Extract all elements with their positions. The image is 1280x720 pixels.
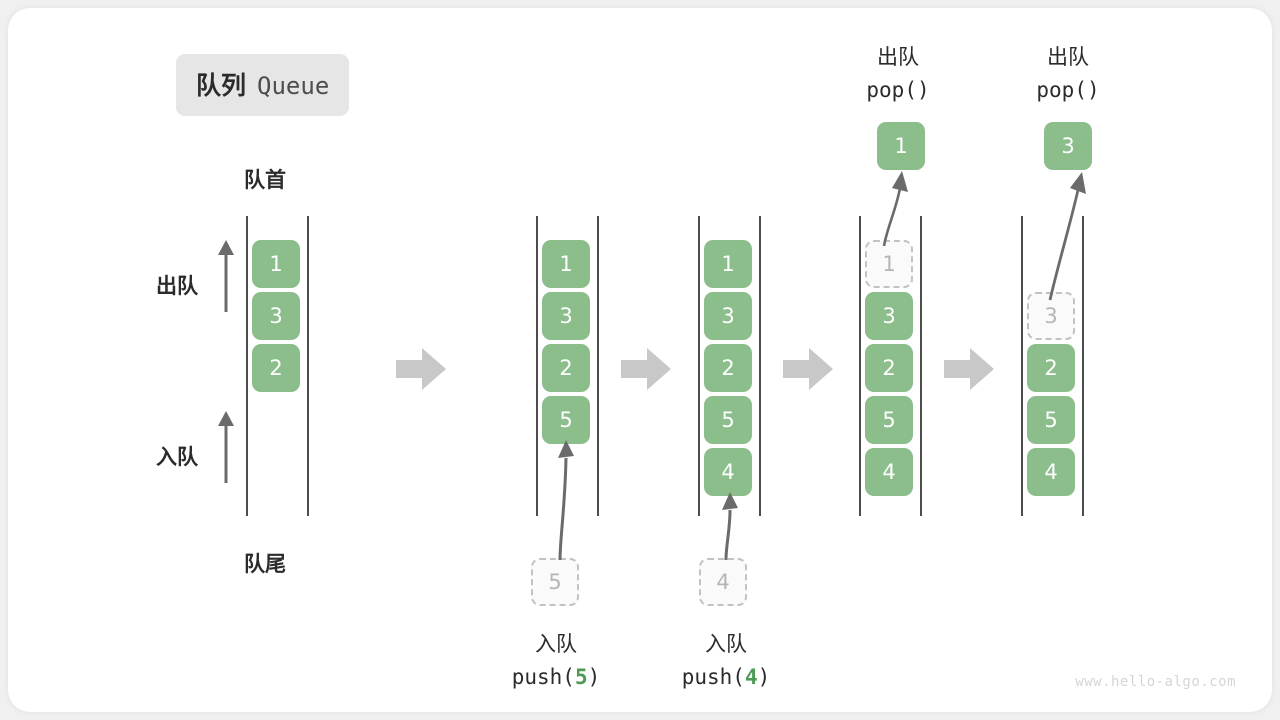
queue-cell: 2 (1027, 344, 1075, 392)
queue-rail-left-5 (1021, 216, 1023, 516)
pop-1-call: pop() (866, 77, 930, 102)
queue-rail-right-1 (307, 216, 309, 516)
pop-arrow-icon-1 (882, 171, 908, 247)
incoming-ghost-cell: 5 (531, 558, 579, 606)
pop-3-caption: 出队 pop() (998, 41, 1138, 106)
push-5-caption: 入队 push(5) (486, 628, 626, 693)
front-label: 队首 (244, 168, 286, 192)
push-arrow-icon-5 (558, 440, 574, 561)
queue-cell: 3 (542, 292, 590, 340)
queue-cell: 2 (865, 344, 913, 392)
step-arrow-icon-3 (783, 348, 833, 390)
push-5-word: 入队 (535, 632, 577, 656)
push-4-word: 入队 (705, 632, 747, 656)
queue-cell: 3 (252, 292, 300, 340)
dequeue-arrow-icon (218, 240, 234, 312)
queue-cell: 4 (1027, 448, 1075, 496)
push-4-caption: 入队 push(4) (656, 628, 796, 693)
pop-3-call: pop() (1036, 77, 1100, 102)
queue-cell: 1 (542, 240, 590, 288)
queue-rail-right-3 (759, 216, 761, 516)
diagram-title-badge: 队列 Queue (176, 54, 350, 116)
pop-3-word: 出队 (1047, 45, 1089, 69)
queue-rail-right-2 (597, 216, 599, 516)
queue-rail-right-4 (920, 216, 922, 516)
push-arrow-icon-4 (722, 492, 738, 561)
incoming-ghost-5: 5 (531, 558, 579, 606)
queue-rail-left-3 (698, 216, 700, 516)
queue-cell: 4 (704, 448, 752, 496)
title-en: Queue (257, 72, 330, 100)
step-arrow-icon-4 (944, 348, 994, 390)
incoming-ghost-4: 4 (699, 558, 747, 606)
queue-cell: 5 (542, 396, 590, 444)
push-4-call: push(4) (681, 664, 771, 689)
queue-cell: 4 (865, 448, 913, 496)
rear-label: 队尾 (244, 552, 286, 576)
pop-1-caption: 出队 pop() (828, 41, 968, 106)
step-arrow-icon-2 (621, 348, 671, 390)
title-cn: 队列 (196, 71, 247, 100)
watermark: www.hello-algo.com (1075, 674, 1236, 690)
queue-cell: 1 (704, 240, 752, 288)
queue-cell: 2 (252, 344, 300, 392)
queue-cell: 5 (1027, 396, 1075, 444)
step-arrow-icon-1 (396, 348, 446, 390)
enqueue-label: 入队 (156, 445, 198, 469)
queue-cell: 5 (704, 396, 752, 444)
enqueue-arrow-icon (218, 411, 234, 483)
pop-arrow-icon-3 (1048, 172, 1086, 301)
popped-cell: 3 (1044, 122, 1092, 170)
queue-cell: 2 (542, 344, 590, 392)
queue-cell: 3 (865, 292, 913, 340)
queue-rail-left-4 (859, 216, 861, 516)
popped-value-1: 1 (877, 122, 925, 170)
queue-rail-right-5 (1082, 216, 1084, 516)
dequeue-label: 出队 (156, 274, 198, 298)
queue-cell: 1 (865, 240, 913, 288)
pop-1-word: 出队 (877, 45, 919, 69)
queue-rail-left-1 (246, 216, 248, 516)
queue-cell: 1 (252, 240, 300, 288)
queue-cell: 2 (704, 344, 752, 392)
popped-value-3: 3 (1044, 122, 1092, 170)
queue-cell: 3 (704, 292, 752, 340)
queue-cell: 5 (865, 396, 913, 444)
queue-rail-left-2 (536, 216, 538, 516)
push-5-call: push(5) (511, 664, 601, 689)
incoming-ghost-cell: 4 (699, 558, 747, 606)
popped-cell: 1 (877, 122, 925, 170)
